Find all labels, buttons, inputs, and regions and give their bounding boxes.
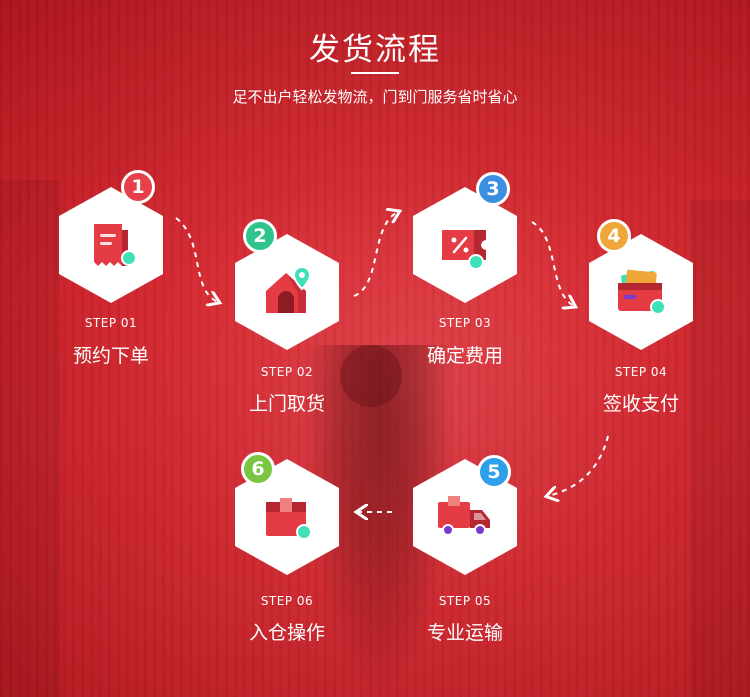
step-4-code: STEP 04 xyxy=(614,365,668,379)
step-3-badge: 3 xyxy=(476,172,510,206)
step-4-name: 签收支付 xyxy=(602,393,679,415)
step-5-icon-wrap xyxy=(413,459,517,575)
step-3-code: STEP 03 xyxy=(438,316,492,330)
step-1-code: STEP 01 xyxy=(84,316,138,330)
step-6-name: 入仓操作 xyxy=(248,622,325,644)
receipt-icon xyxy=(94,224,137,266)
arrow-2-to-3 xyxy=(353,212,398,297)
arrow-1-to-2 xyxy=(175,217,218,302)
step-6-icon-wrap xyxy=(235,459,339,575)
arrow-3-to-4 xyxy=(531,221,574,306)
step-4-icon-wrap xyxy=(589,234,693,350)
step-2-icon-wrap xyxy=(235,234,339,350)
step-6-code: STEP 06 xyxy=(260,594,314,608)
background-container-right xyxy=(690,200,750,697)
wallet-icon xyxy=(618,269,666,315)
step-1-badge: 1 xyxy=(121,170,155,204)
step-5-badge: 5 xyxy=(477,455,511,489)
house-pin-icon xyxy=(266,265,312,313)
step-1-icon-wrap xyxy=(59,187,163,303)
step-5-name: 专业运输 xyxy=(426,622,503,644)
step-3-name: 确定费用 xyxy=(426,345,503,367)
step-3-icon-wrap xyxy=(413,187,517,303)
step-2-badge: 2 xyxy=(243,219,277,253)
truck-icon xyxy=(438,496,490,536)
background-worker-head xyxy=(340,345,402,407)
coupon-icon xyxy=(442,230,486,270)
step-1-name: 预约下单 xyxy=(72,345,149,367)
step-5-code: STEP 05 xyxy=(438,594,492,608)
arrow-4-to-5 xyxy=(548,435,609,496)
step-2-name: 上门取货 xyxy=(248,393,325,415)
background-container-left xyxy=(0,180,60,697)
step-4-badge: 4 xyxy=(597,219,631,253)
title-underline xyxy=(351,72,399,74)
step-6-badge: 6 xyxy=(241,452,275,486)
box-icon xyxy=(266,498,312,540)
step-2-code: STEP 02 xyxy=(260,365,314,379)
page-title: 发货流程 xyxy=(309,32,441,68)
page-subtitle: 足不出户轻松发物流，门到门服务省时省心 xyxy=(232,88,518,106)
